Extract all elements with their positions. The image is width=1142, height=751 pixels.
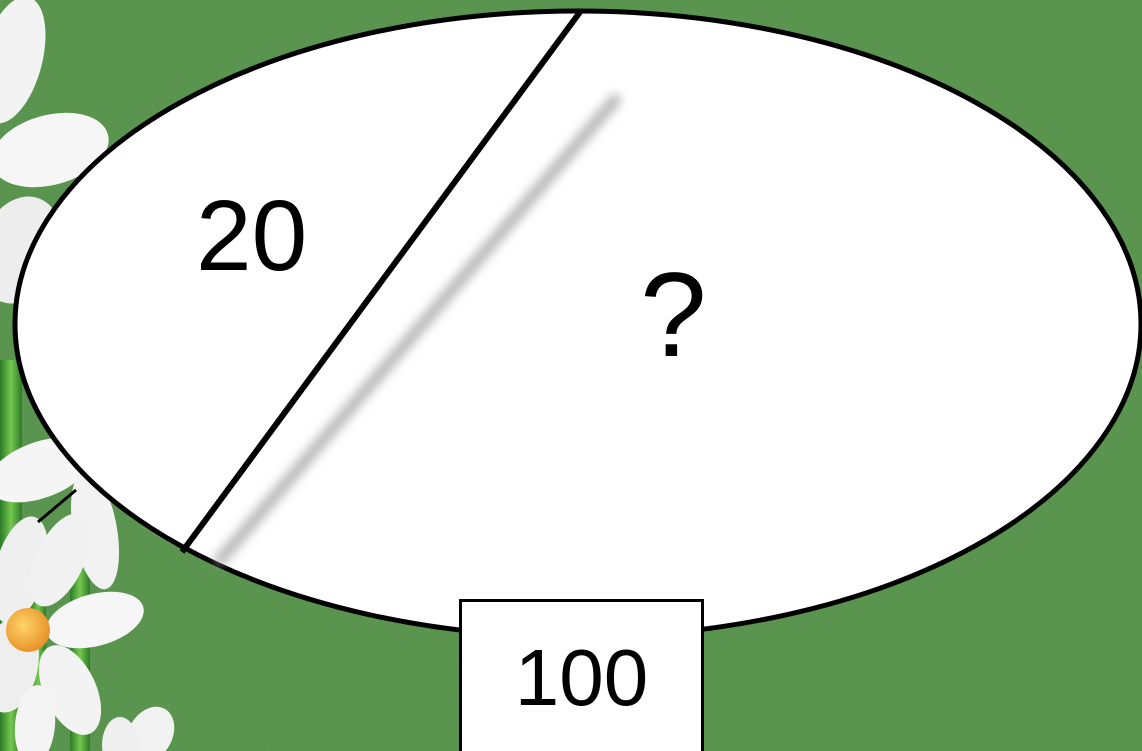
total-box: 100: [459, 599, 704, 751]
part-right-unknown: ?: [640, 255, 707, 375]
whole-ellipse: [15, 11, 1141, 637]
total-value: 100: [462, 638, 701, 718]
part-left-value: 20: [196, 186, 307, 286]
